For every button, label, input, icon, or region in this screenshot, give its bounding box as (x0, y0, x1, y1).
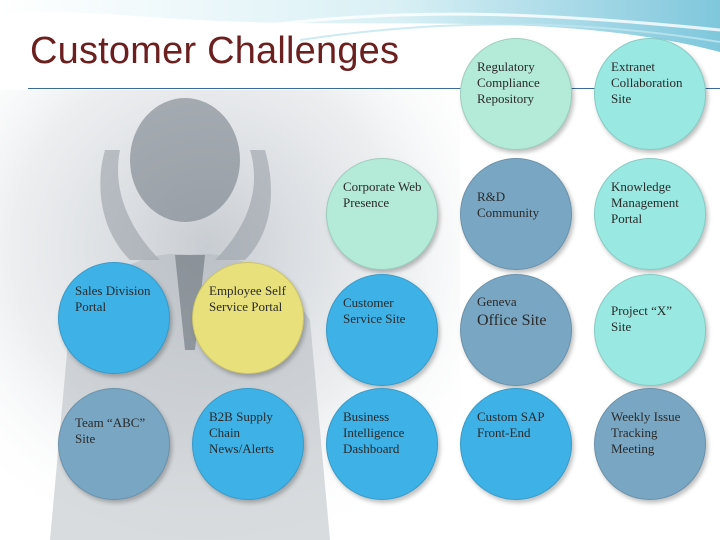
bubble-weekly-issue-tracking-meeting: Weekly Issue Tracking Meeting (594, 388, 706, 500)
bubble-business-intelligence-dashboard: Business Intelligence Dashboard (326, 388, 438, 500)
bubble-label: Employee Self Service Portal (209, 283, 286, 314)
bubble-label: B2B Supply Chain News/Alerts (209, 409, 274, 456)
bubble-custom-sap-front-end: Custom SAP Front-End (460, 388, 572, 500)
bubble-regulatory-compliance-repository: Regulatory Compliance Repository (460, 38, 572, 150)
bubble-label: Corporate Web Presence (343, 179, 422, 210)
bubble-label: Knowledge Management Portal (611, 179, 679, 226)
bubble-rd-community: R&D Community (460, 158, 572, 270)
bubble-customer-service-site: Customer Service Site (326, 274, 438, 386)
page-title: Customer Challenges (30, 30, 400, 72)
bubble-sales-division-portal: Sales Division Portal (58, 262, 170, 374)
bubble-geneva-office-site: Geneva Office Site (460, 274, 572, 386)
title-divider (28, 88, 720, 89)
bubble-corporate-web-presence: Corporate Web Presence (326, 158, 438, 270)
bubble-label: Geneva (477, 294, 517, 309)
bubble-b2b-supply-chain-news-alerts: B2B Supply Chain News/Alerts (192, 388, 304, 500)
bubble-label: Team “ABC” Site (75, 415, 146, 446)
bubble-label: R&D Community (477, 189, 540, 220)
bubble-label: Project “X” Site (611, 303, 673, 334)
bubble-employee-self-service-portal: Employee Self Service Portal (192, 262, 304, 374)
bubble-label: Weekly Issue Tracking Meeting (611, 409, 681, 456)
bubble-project-x-site: Project “X” Site (594, 274, 706, 386)
bubble-label: Business Intelligence Dashboard (343, 409, 405, 456)
bubble-extranet-collaboration-site: Extranet Collaboration Site (594, 38, 706, 150)
bubble-label: Regulatory Compliance Repository (477, 59, 540, 106)
header-swoosh-graphic (0, 0, 720, 52)
bubble-team-abc-site: Team “ABC” Site (58, 388, 170, 500)
bubble-knowledge-management-portal: Knowledge Management Portal (594, 158, 706, 270)
bubble-label: Extranet Collaboration Site (611, 59, 683, 106)
bubble-label: Sales Division Portal (75, 283, 151, 314)
bubble-label: Custom SAP Front-End (477, 409, 545, 440)
bubble-label-large: Office Site (477, 312, 547, 329)
bubble-label: Customer Service Site (343, 295, 406, 326)
